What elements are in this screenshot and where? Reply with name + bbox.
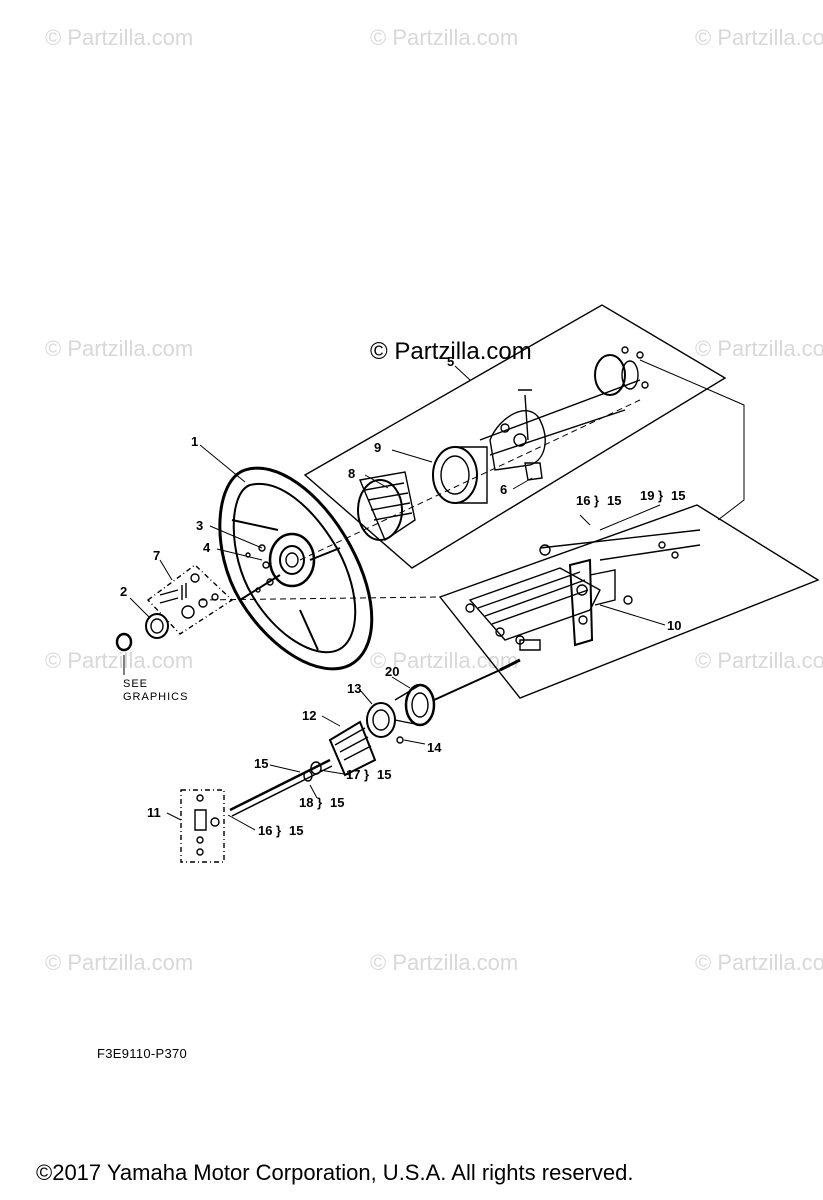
callout-7: 7	[153, 548, 160, 563]
hardware-kit-11	[194, 794, 220, 856]
watermark: © Partzilla.com	[695, 336, 823, 361]
cable-15	[229, 758, 331, 812]
watermark: © Partzilla.com	[370, 950, 519, 975]
column-cover-12	[328, 720, 377, 777]
callout-brace: }	[317, 795, 322, 810]
clip-14	[396, 736, 404, 744]
callout-16-ref: 15	[289, 823, 303, 838]
center-axis	[299, 399, 641, 561]
callout-20: 20	[385, 664, 399, 679]
callout-brace: }	[594, 493, 599, 508]
steering-pad-2	[115, 613, 169, 675]
watermark: © Partzilla.com	[45, 25, 194, 50]
hardware-kit-7	[159, 573, 219, 619]
callout-17: 17	[346, 767, 360, 782]
callout-18-ref: 15	[330, 795, 344, 810]
column-assembly	[465, 529, 701, 651]
watermark: © Partzilla.com	[45, 950, 194, 975]
watermark: © Partzilla.com	[45, 648, 194, 673]
assembly-box-11	[180, 789, 225, 863]
copyright-notice: ©2017 Yamaha Motor Corporation, U.S.A. A…	[36, 1160, 634, 1185]
boot-13	[366, 702, 396, 738]
callout-3: 3	[196, 518, 203, 533]
drawing-code: F3E9110-P370	[97, 1046, 188, 1061]
callout-2: 2	[120, 584, 127, 599]
watermark: © Partzilla.com	[45, 336, 194, 361]
grommet-17	[310, 761, 322, 775]
callout-19-ref: 15	[671, 488, 685, 503]
reference-line	[639, 359, 745, 521]
callout-14: 14	[427, 740, 442, 755]
callout-11: 11	[147, 805, 161, 820]
hub-assembly	[357, 346, 649, 542]
callout-19: 19	[640, 488, 654, 503]
grommet-18	[303, 770, 313, 782]
see-graphics-note: GRAPHICS	[123, 691, 188, 703]
callout-brace: }	[658, 488, 663, 503]
callout-6: 6	[500, 482, 507, 497]
callout-16: 16	[576, 493, 590, 508]
callout-16: 16	[258, 823, 272, 838]
watermark: © Partzilla.com	[370, 25, 519, 50]
callout-18: 18	[299, 795, 313, 810]
watermark: © Partzilla.com	[695, 25, 823, 50]
callout-1: 1	[191, 434, 198, 449]
callout-4: 4	[203, 540, 211, 555]
collar-20	[394, 658, 521, 727]
callout-16-ref: 15	[607, 493, 621, 508]
callout-8: 8	[348, 466, 355, 481]
watermark: © Partzilla.com	[695, 950, 823, 975]
steering-wheel	[218, 466, 374, 671]
assembly-box-5	[303, 304, 727, 569]
callout-brace: }	[276, 823, 281, 838]
callout-10: 10	[667, 618, 681, 633]
callout-13: 13	[347, 681, 361, 696]
callout-12: 12	[302, 708, 316, 723]
callout-17-ref: 15	[377, 767, 391, 782]
callout-15: 15	[254, 756, 268, 771]
callout-brace: }	[364, 767, 369, 782]
assembly-box-7	[146, 564, 234, 635]
watermark: © Partzilla.com	[370, 648, 519, 673]
assembly-box-10	[438, 504, 820, 699]
center-axis	[199, 596, 441, 601]
watermark: © Partzilla.com	[695, 648, 823, 673]
leader-lines	[129, 365, 666, 831]
see-graphics-note: SEE	[123, 678, 148, 690]
callout-5: 5	[447, 354, 454, 369]
callout-9: 9	[374, 440, 381, 455]
